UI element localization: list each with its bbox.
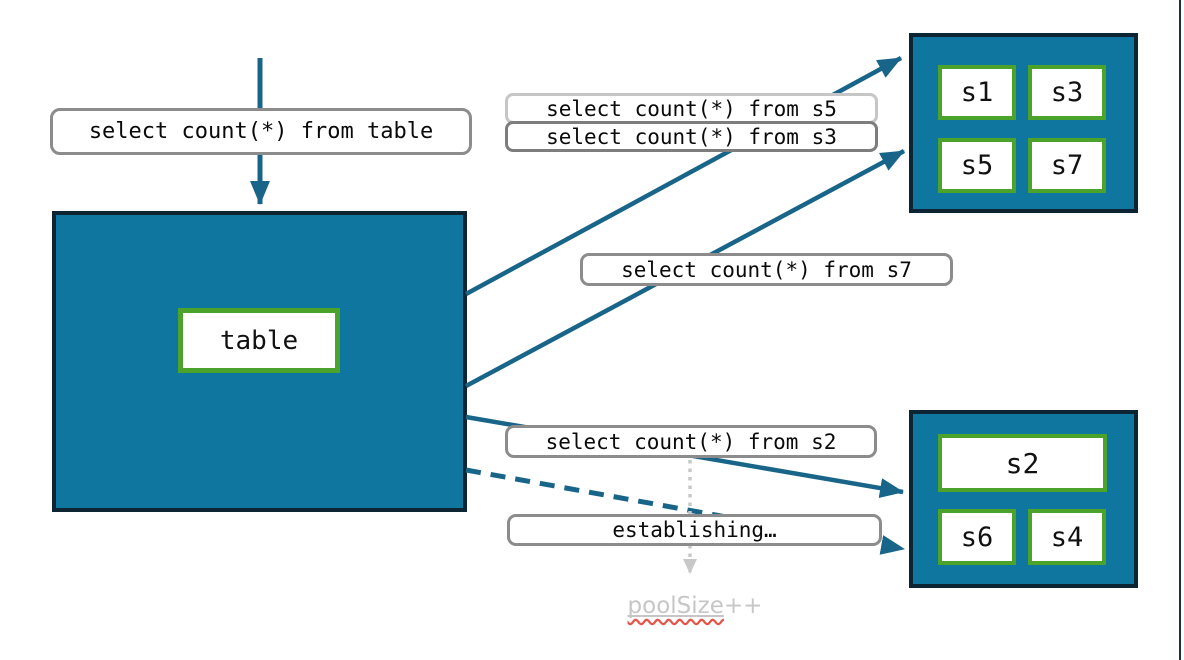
shard-cell-s1: s1 [938,65,1016,120]
table-label-text: table [219,325,299,356]
shard-group-bottom: s2 s6 s4 [909,410,1138,588]
query-label-s3: select count(*) from s3 [505,121,878,152]
poolsize-operator: ++ [723,593,763,619]
query-label-s2: select count(*) from s2 [505,425,877,458]
poolsize-word: poolSize [627,593,724,619]
query-label-s5: select count(*) from s5 [505,93,878,124]
query-label-table: select count(*) from table [50,108,472,155]
table-label: table [178,308,340,373]
shard-cell-s4: s4 [1028,509,1106,565]
establishing-label: establishing… [507,514,882,546]
poolsize-word-wrap: poolSize [628,593,724,619]
query-label-s7: select count(*) from s7 [580,253,953,286]
table-box: table [52,211,467,512]
shard-cell-s3: s3 [1028,65,1106,120]
shard-cell-s7: s7 [1028,138,1106,193]
shard-cell-s2: s2 [938,434,1107,492]
slide-edge-line [1179,0,1181,660]
poolsize-annotation: poolSize++ [595,593,795,619]
shard-cell-s6: s6 [938,509,1016,565]
shard-group-top: s1 s3 s5 s7 [909,33,1138,213]
shard-cell-s5: s5 [938,138,1016,193]
